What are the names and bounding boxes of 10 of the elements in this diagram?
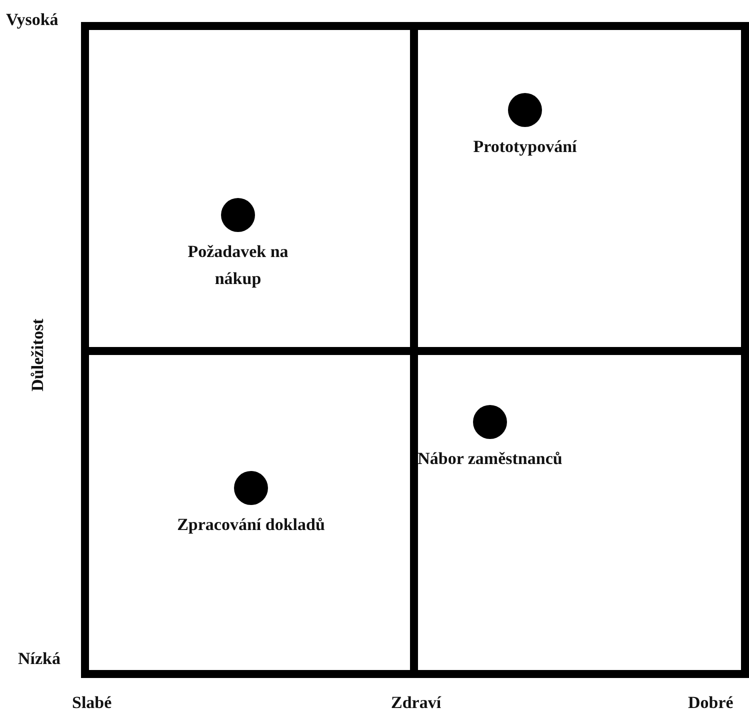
item-label: Zpracování dokladů (176, 514, 326, 536)
axis-mid-label: Zdraví (391, 693, 442, 713)
axis-title: Důležitost (28, 318, 48, 392)
axis-max-label: Vysoká (6, 10, 58, 30)
axis-min-label: Nízká (18, 649, 60, 669)
item-label: Požadavek na nákup (186, 241, 290, 290)
axis-max-label: Dobré (688, 693, 734, 713)
axis-min-label: Slabé (72, 693, 112, 713)
item-label: Prototypování (472, 136, 578, 158)
item-label: Nábor zaměstnanců (416, 448, 564, 470)
